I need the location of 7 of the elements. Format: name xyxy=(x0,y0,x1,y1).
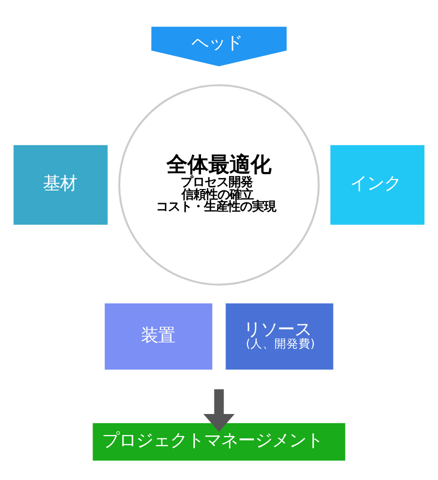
node-box: 装置 xyxy=(102,300,216,373)
node-circle: 全体最適化 プロセス開発 信頼性の確立 コスト・生産性の実現 xyxy=(118,84,320,286)
node-box: 基材 xyxy=(10,142,111,228)
node-box: リソース (人、開発費) xyxy=(222,300,336,373)
node-box: インク xyxy=(327,142,428,228)
arrow xyxy=(203,389,235,432)
node-box: プロジェクトマネージメント xyxy=(92,423,346,461)
